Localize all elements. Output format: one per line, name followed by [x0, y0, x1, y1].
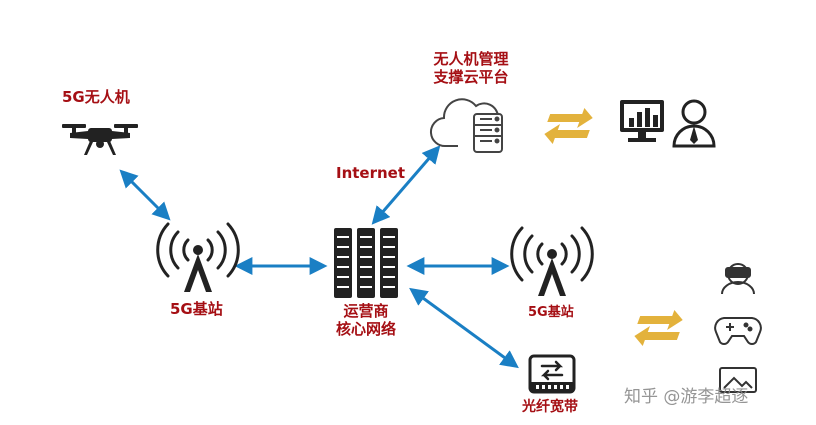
connections — [119, 145, 519, 369]
base-station-left-label: 5G基站 — [170, 300, 223, 318]
monitor-chart-icon — [620, 100, 664, 142]
base-station-right-label: 5G基站 — [528, 305, 574, 320]
cell-tower-icon — [156, 222, 240, 292]
edge-core-broadband — [409, 287, 519, 369]
server-rack-icon — [334, 228, 398, 298]
watermark: 知乎 @游李超逐 — [624, 387, 749, 407]
picture-icon — [719, 367, 757, 393]
internet-edge-label: Internet — [336, 164, 406, 182]
core-network-label-line2: 核心网络 — [335, 320, 396, 338]
cloud-server-icon — [429, 98, 503, 153]
router-icon — [528, 354, 576, 394]
exchange-arrows-icon — [544, 108, 593, 144]
edge-core-platform — [371, 145, 441, 225]
edge-drone-basestation — [119, 169, 171, 221]
core-network-label-line1: 运营商 — [343, 302, 389, 320]
drone-icon — [62, 124, 138, 155]
platform-label: 无人机管理 支撑云平台 — [416, 50, 526, 86]
cell-tower-icon-right — [510, 226, 594, 296]
vr-headset-icon — [721, 263, 755, 295]
drone-label: 5G无人机 — [62, 88, 130, 106]
platform-label-line1: 无人机管理 — [433, 50, 509, 68]
user-icon — [672, 99, 716, 148]
gamepad-icon — [714, 317, 762, 345]
broadband-label: 光纤宽带 — [522, 399, 578, 415]
platform-label-line2: 支撑云平台 — [433, 68, 509, 86]
core-network-label: 运营商 核心网络 — [326, 302, 406, 338]
exchange-arrows-icon-bottom — [634, 310, 683, 346]
